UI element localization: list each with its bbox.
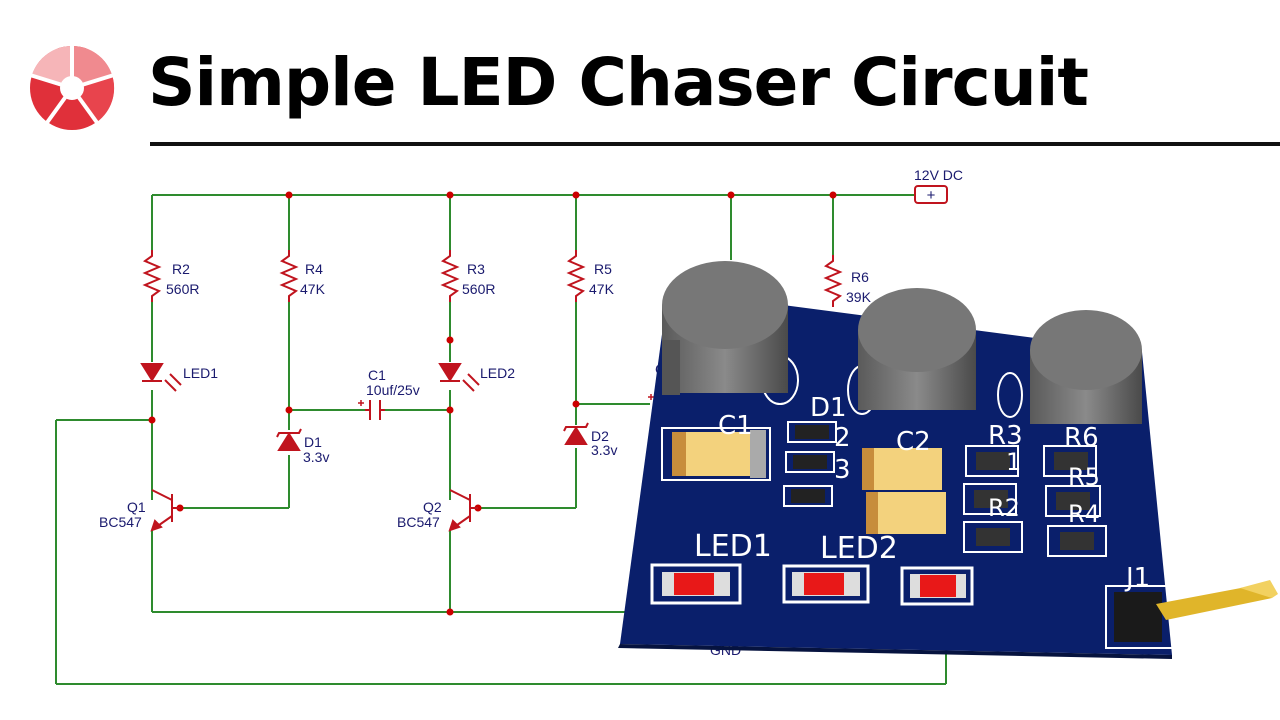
q1-name: Q1	[127, 499, 146, 515]
pcb-transistor-1	[662, 261, 788, 395]
pcb-j1-label: J1	[1124, 563, 1150, 593]
r6-value: 39K	[846, 289, 872, 305]
d2-symbol	[563, 422, 589, 445]
r5-value: 47K	[589, 281, 615, 297]
d1-symbol	[276, 428, 302, 451]
r4-symbol	[279, 250, 299, 302]
r2-name: R2	[172, 261, 190, 277]
d1-value: 3.3v	[303, 449, 329, 465]
pcb-d2-label: 2	[834, 423, 851, 453]
supply-plus: +	[927, 187, 936, 204]
c1-symbol	[358, 400, 385, 420]
pcb-render: C1 D1 2 3 C2	[618, 261, 1278, 659]
pcb-c1	[661, 427, 771, 481]
r4-value: 47K	[300, 281, 326, 297]
pcb-r6-label: R6	[1064, 423, 1099, 453]
pcb-r5-label: R5	[1068, 463, 1100, 491]
c1-value: 10uf/25v	[366, 382, 420, 398]
q2-value: BC547	[397, 514, 440, 530]
c2-partial-symbol	[648, 394, 654, 400]
logo-icon	[29, 44, 115, 130]
r5-name: R5	[594, 261, 612, 277]
r2-value: 560R	[166, 281, 199, 297]
schematic-nodes	[148, 191, 837, 616]
pcb-diodes	[783, 421, 837, 507]
q2-name: Q2	[423, 499, 442, 515]
led1-symbol	[140, 363, 182, 392]
pcb-r2-label: R2	[988, 494, 1020, 522]
pcb-led1-label: LED1	[694, 529, 772, 564]
d2-name: D2	[591, 428, 609, 444]
r6-name: R6	[851, 269, 869, 285]
pcb-transistor-3	[1030, 310, 1142, 424]
q2-symbol	[448, 489, 478, 532]
pcb-led2-label: LED2	[820, 531, 898, 566]
r2-symbol	[142, 250, 162, 302]
pcb-d1-label: D1	[810, 393, 847, 423]
r3-value: 560R	[462, 281, 495, 297]
r3-name: R3	[467, 261, 485, 277]
circuit-diagram: + 12V DC R2 560R R4 47K R3 560R R5 47K R…	[55, 167, 1278, 685]
r3-symbol	[440, 250, 460, 302]
q1-value: BC547	[99, 514, 142, 530]
pcb-r4-label: R4	[1068, 500, 1100, 528]
pcb-r1-label: 1	[1006, 448, 1021, 476]
pcb-leds	[650, 563, 974, 606]
page-title: Simple LED Chaser Circuit	[148, 44, 1089, 121]
r5-symbol	[566, 250, 586, 302]
pcb-transistor-2	[858, 288, 976, 410]
led2-symbol	[438, 363, 480, 392]
pcb-c2-label: C2	[896, 427, 931, 457]
pcb-c1-label: C1	[718, 411, 753, 441]
led1-label: LED1	[183, 365, 218, 381]
pcb-resistors	[963, 445, 1107, 557]
d2-value: 3.3v	[591, 442, 617, 458]
led2-label: LED2	[480, 365, 515, 381]
r6-symbol	[823, 255, 843, 307]
title-underline	[150, 142, 1280, 146]
pcb-r3-label: R3	[988, 421, 1023, 451]
pcb-j1-header	[1105, 580, 1278, 649]
q1-symbol	[150, 489, 180, 532]
supply-label: 12V DC	[914, 167, 963, 183]
pcb-d3-label: 3	[834, 455, 851, 485]
r4-name: R4	[305, 261, 323, 277]
c1-name: C1	[368, 367, 386, 383]
resistor-symbols	[142, 250, 843, 307]
d1-name: D1	[304, 434, 322, 450]
pcb-c2	[862, 448, 946, 534]
supply-terminal: + 12V DC	[914, 167, 963, 204]
schematic-wires	[55, 194, 947, 685]
